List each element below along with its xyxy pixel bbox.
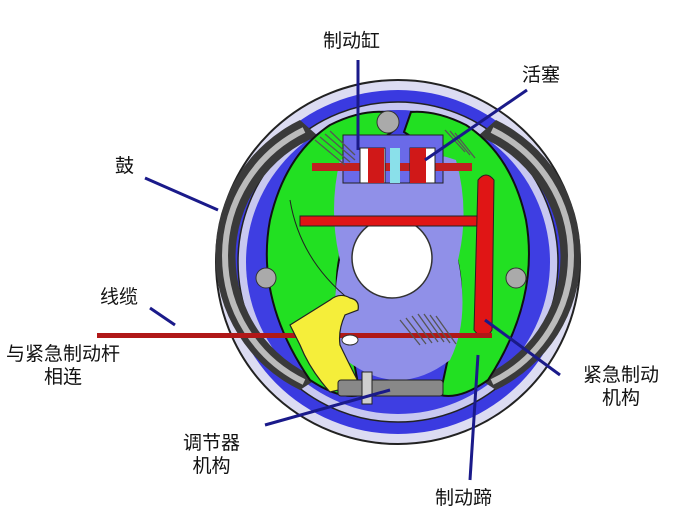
label-emergency-lever-connection: 与紧急制动杆 相连 [6, 343, 120, 389]
leader-lines [144, 60, 561, 481]
label-emergency-lever-line2: 相连 [44, 366, 83, 388]
brake-linings [215, 120, 581, 390]
label-adjuster-line2: 机构 [192, 455, 231, 477]
hold-down-pin-left [255, 267, 277, 289]
cable-guide [289, 199, 351, 301]
adjuster-lever [289, 294, 361, 393]
wheel-cylinder [312, 110, 472, 184]
label-brake-shoe: 制动蹄 [435, 487, 493, 509]
label-emergency-lever-line1: 与紧急制动杆 [6, 343, 121, 365]
emergency-brake-lever [473, 174, 495, 338]
label-piston: 活塞 [522, 64, 561, 86]
label-emergency-mechanism: 紧急制动 机构 [583, 364, 659, 410]
label-adjuster-line1: 调节器 [183, 432, 241, 454]
label-drum: 鼓 [115, 155, 135, 177]
label-emergency-mechanism-line1: 紧急制动 [583, 364, 660, 386]
label-adjuster-mechanism: 调节器 机构 [183, 432, 240, 478]
hold-down-pin-right [505, 267, 527, 289]
label-wheel-cylinder: 制动缸 [323, 30, 381, 52]
adjuster-screw [337, 371, 444, 405]
parking-strut [299, 215, 489, 227]
label-cable: 线缆 [100, 286, 139, 308]
lower-spring [399, 313, 457, 346]
parking-brake-cable [97, 333, 492, 338]
label-emergency-mechanism-line2: 机构 [602, 387, 641, 409]
hub-hole [351, 217, 433, 299]
